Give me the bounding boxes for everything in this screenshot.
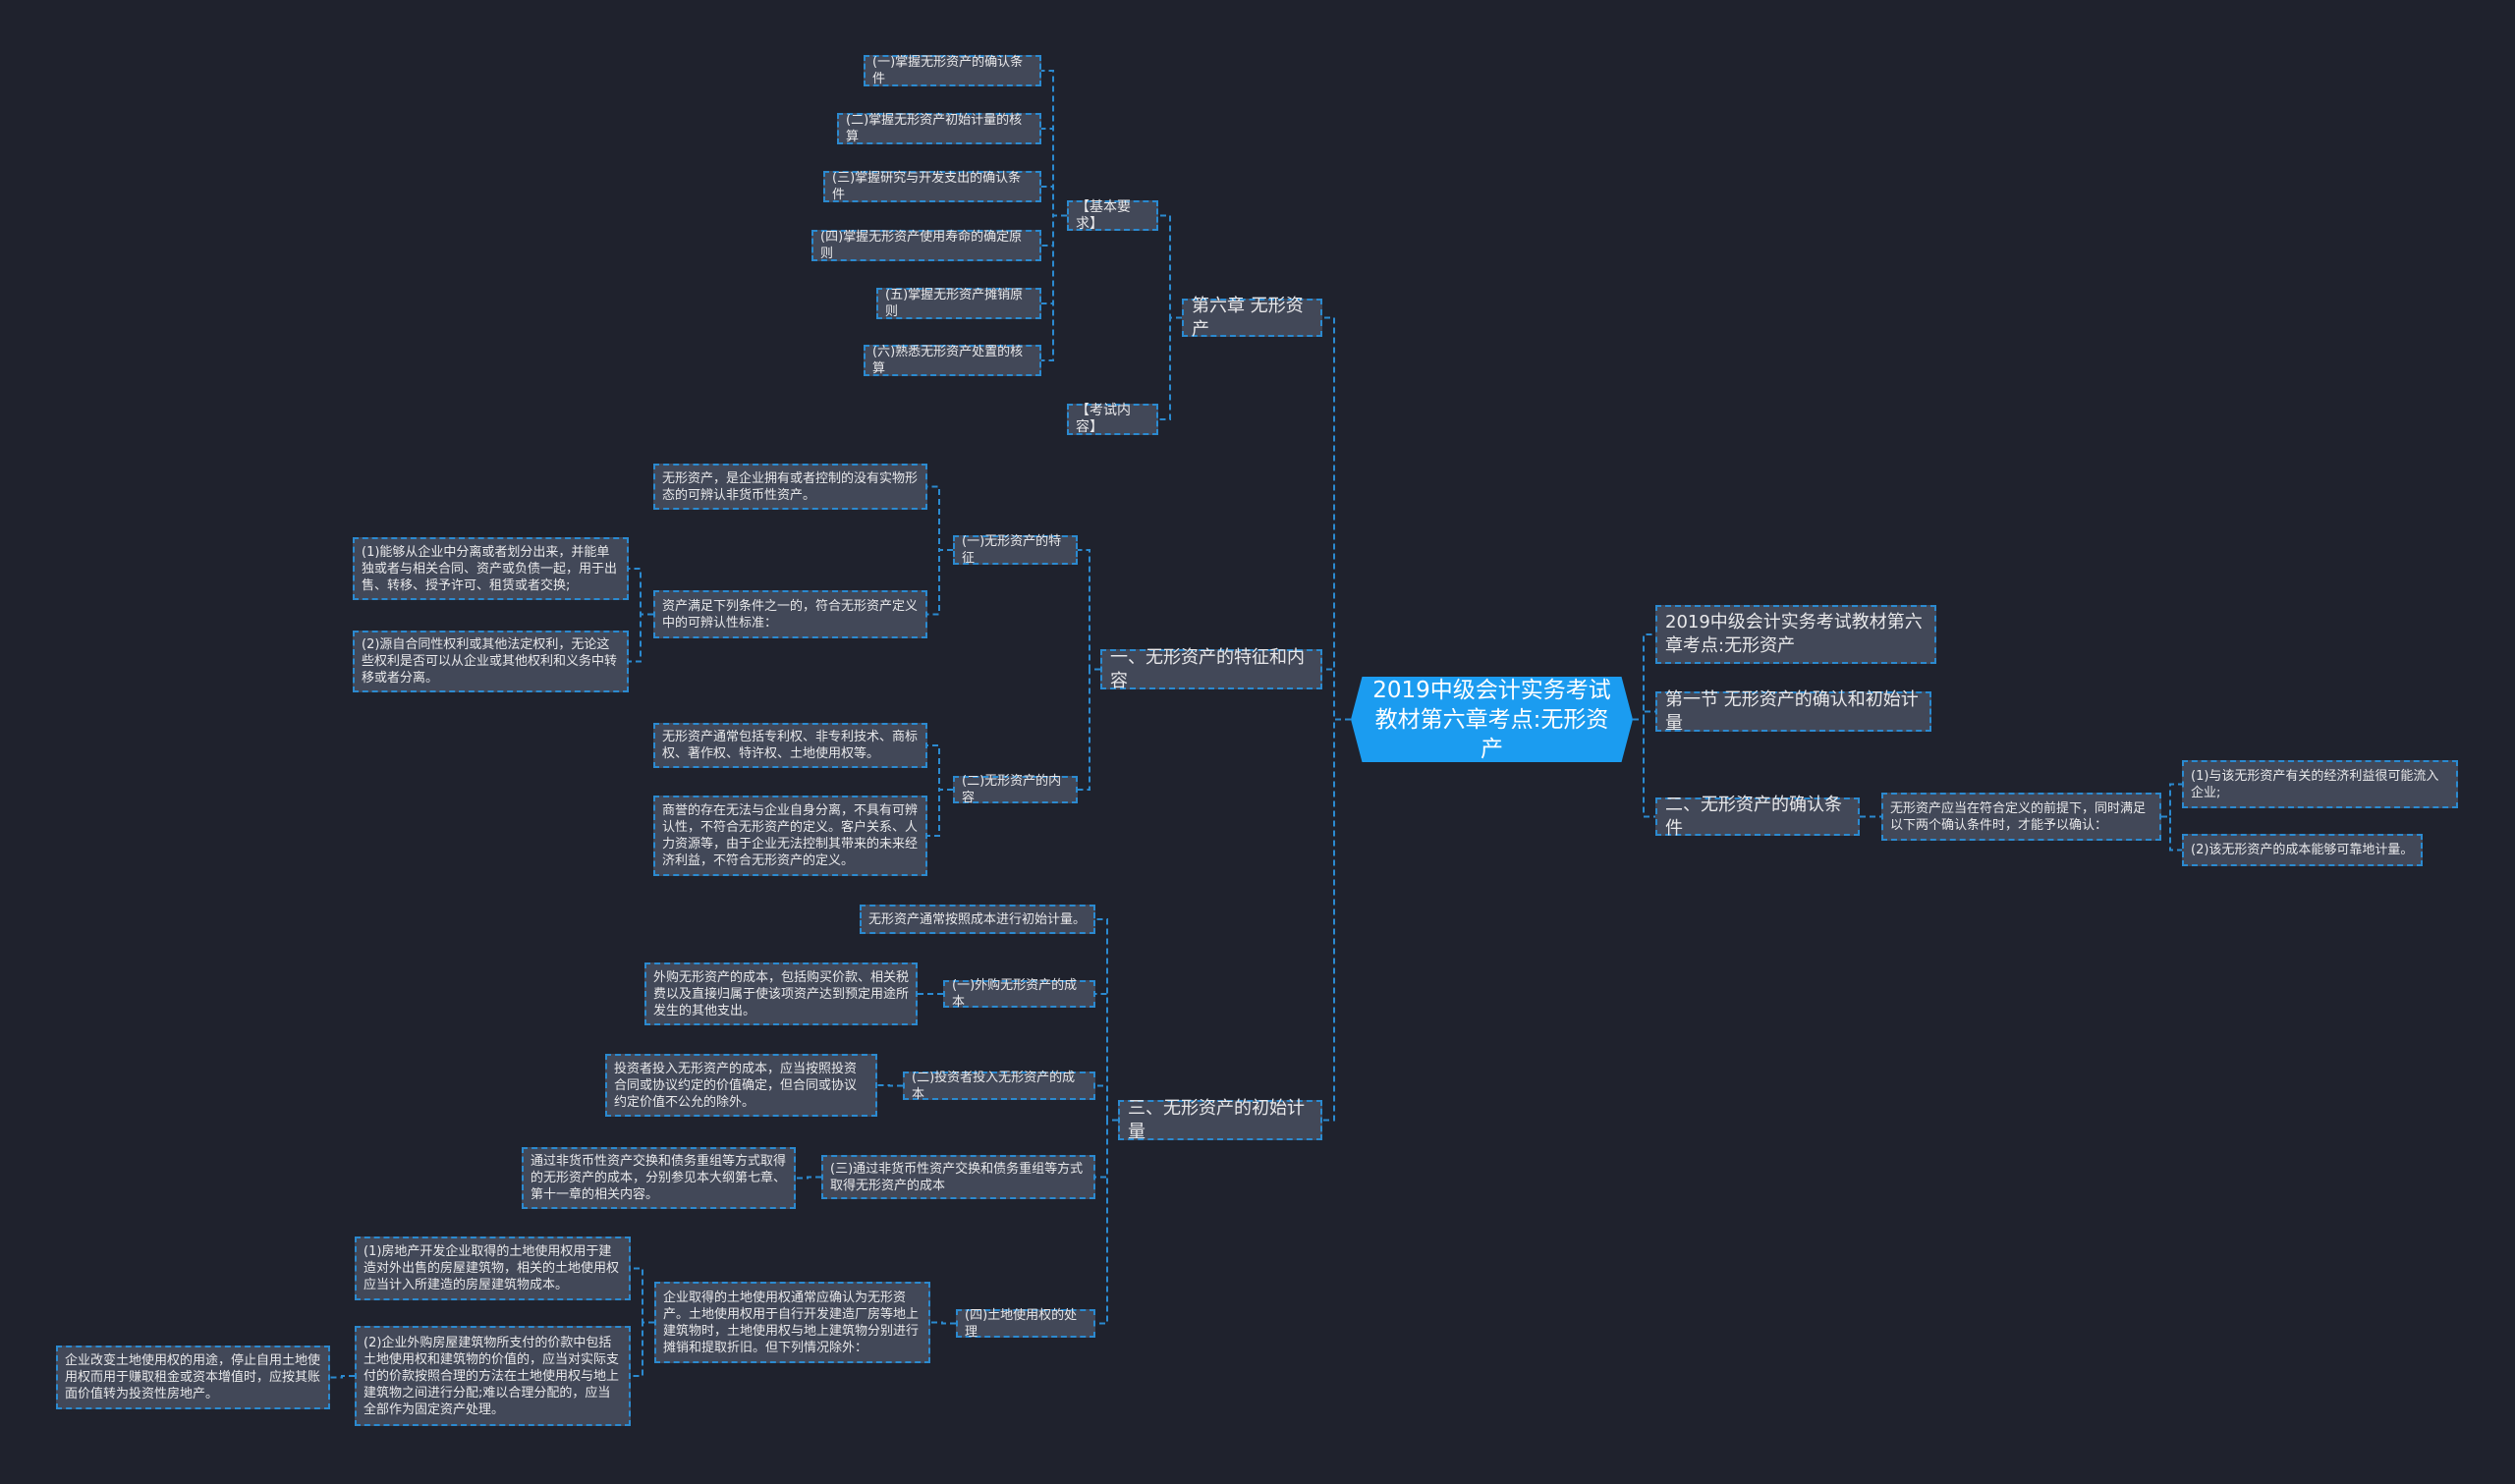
invested-cost-desc[interactable]: 投资者投入无形资产的成本，应当按照投资合同或协议约定的价值确定，但合同或协议约定…	[605, 1054, 877, 1117]
connector-line	[1041, 214, 1067, 247]
topic-invested-cost[interactable]: (二)投资者投入无形资产的成本	[903, 1071, 1095, 1102]
land-exception-1[interactable]: (1)房地产开发企业取得的土地使用权用于建造对外出售的房屋建筑物，相关的土地使用…	[355, 1237, 631, 1300]
connector-line	[796, 1176, 821, 1180]
root-topic[interactable]: 2019中级会计实务考试教材第六章考点:无形资产	[1351, 677, 1633, 762]
topic-content[interactable]: (二)无形资产的内容	[953, 774, 1078, 805]
connector-line	[1041, 128, 1067, 217]
topic-features-and-content[interactable]: 一、无形资产的特征和内容	[1100, 647, 1322, 691]
topic-initial-measurement[interactable]: 三、无形资产的初始计量	[1118, 1098, 1322, 1142]
recognition-description[interactable]: 无形资产应当在符合定义的前提下，同时满足以下两个确认条件时，才能予以确认：	[1881, 793, 2161, 841]
connector-line	[1633, 633, 1655, 721]
connector-line	[1322, 668, 1351, 721]
requirement-item[interactable]: (三)掌握研究与开发支出的确认条件	[823, 171, 1041, 202]
connector-line	[330, 1375, 355, 1379]
connector-line	[1041, 186, 1067, 217]
connector-line	[930, 1321, 956, 1325]
requirement-item[interactable]: (一)掌握无形资产的确认条件	[864, 55, 1041, 86]
land-exception-2[interactable]: (2)企业外购房屋建筑物所支付的价款中包括土地使用权和建筑物的价值的，应当对实际…	[355, 1326, 631, 1426]
topic-exchange-cost[interactable]: (三)通过非货币性资产交换和债务重组等方式取得无形资产的成本	[821, 1155, 1095, 1199]
requirement-item[interactable]: (四)掌握无形资产使用寿命的确定原则	[811, 230, 1041, 261]
content-item-2[interactable]: 商誉的存在无法与企业自身分离，不具有可辨认性，不符合无形资产的定义。客户关系、人…	[653, 796, 927, 876]
identifiability-condition-1[interactable]: (1)能够从企业中分离或者划分出来，并能单独或者与相关合同、资产或负债一起，用于…	[353, 537, 629, 600]
topic-exam-content[interactable]: 【考试内容】	[1067, 403, 1158, 435]
connector-line	[631, 1321, 654, 1377]
land-use-change[interactable]: 企业改变土地使用权的用途，停止自用土地使用权而用于赚取租金或资本增值时，应按其账…	[56, 1346, 330, 1409]
topic-basic-requirements[interactable]: 【基本要求】	[1067, 199, 1158, 232]
connector-line	[877, 1084, 903, 1087]
topic-recognition-conditions[interactable]: 二、无形资产的确认条件	[1655, 795, 1860, 839]
connector-line	[1322, 718, 1351, 1122]
connector-line	[2161, 815, 2182, 852]
connector-line	[1078, 668, 1100, 791]
connector-line	[2161, 783, 2182, 818]
content-item-1[interactable]: 无形资产通常包括专利权、非专利技术、商标权、著作权、特许权、土地使用权等。	[653, 723, 927, 768]
connector-line	[1633, 718, 1655, 818]
connector-line	[1095, 1084, 1118, 1122]
land-use-desc[interactable]: 企业取得的土地使用权通常应确认为无形资产。土地使用权用于自行开发建造厂房等地上建…	[654, 1282, 930, 1363]
connector-line	[927, 549, 953, 616]
connector-line	[1322, 316, 1351, 721]
identifiability-node[interactable]: 资产满足下列条件之一的，符合无形资产定义中的可辨认性标准：	[653, 590, 927, 638]
definition-node[interactable]: 无形资产，是企业拥有或者控制的没有实物形态的可辨认非货币性资产。	[653, 464, 927, 510]
connector-line	[629, 568, 653, 616]
connector-line	[927, 744, 953, 791]
connector-line	[1158, 214, 1182, 319]
connector-line	[631, 1267, 654, 1324]
topic-land-use-rights[interactable]: (四)土地使用权的处理	[956, 1308, 1095, 1340]
requirement-item[interactable]: (五)掌握无形资产摊销原则	[876, 288, 1041, 319]
connector-line	[927, 789, 953, 837]
topic-purchased-cost[interactable]: (一)外购无形资产的成本	[943, 978, 1095, 1010]
initial-general[interactable]: 无形资产通常按照成本进行初始计量。	[860, 905, 1095, 934]
connector-line	[1095, 1119, 1118, 1325]
connector-line	[1041, 70, 1067, 217]
topic-features[interactable]: (一)无形资产的特征	[953, 534, 1078, 566]
connector-line	[1041, 214, 1067, 361]
connector-line	[1633, 710, 1655, 721]
recognition-condition-1[interactable]: (1)与该无形资产有关的经济利益很可能流入企业;	[2182, 760, 2458, 808]
connector-line	[927, 485, 953, 551]
requirement-item[interactable]: (二)掌握无形资产初始计量的核算	[837, 113, 1041, 144]
identifiability-condition-2[interactable]: (2)源自合同性权利或其他法定权利，无论这些权利是否可以从企业或其他权利和义务中…	[353, 631, 629, 692]
connector-line	[1158, 316, 1182, 420]
purchased-cost-desc[interactable]: 外购无形资产的成本，包括购买价款、相关税费以及直接归属于使该项资产达到预定用途所…	[644, 962, 918, 1025]
connector-line	[1078, 549, 1100, 671]
exchange-cost-desc[interactable]: 通过非货币性资产交换和债务重组等方式取得的无形资产的成本，分别参见本大纲第七章、…	[522, 1147, 796, 1209]
requirement-item[interactable]: (六)熟悉无形资产处置的核算	[864, 345, 1041, 376]
topic-chapter-6[interactable]: 第六章 无形资产	[1182, 296, 1322, 340]
connector-line	[629, 613, 653, 663]
recognition-condition-2[interactable]: (2)该无形资产的成本能够可靠地计量。	[2182, 834, 2423, 866]
topic-section-1[interactable]: 第一节 无形资产的确认和初始计量	[1655, 689, 1931, 734]
topic-title-node[interactable]: 2019中级会计实务考试教材第六章考点:无形资产	[1655, 605, 1936, 664]
